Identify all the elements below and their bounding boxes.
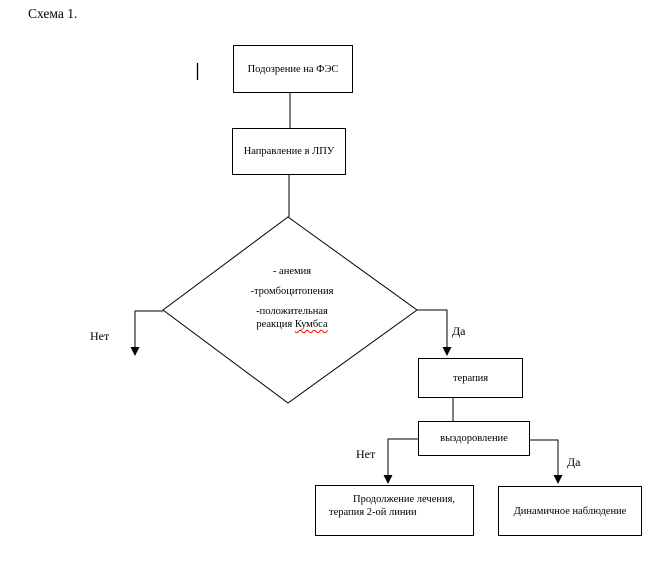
- node-therapy: терапия: [418, 358, 523, 398]
- edge-label-recovery-yes: Да: [567, 455, 581, 469]
- node-recovery: выздоровление: [418, 421, 530, 456]
- decision-line-positive: -положительная: [256, 306, 328, 317]
- edge-decision-yes: [417, 309, 448, 347]
- edge-label-decision-yes: Да: [452, 324, 466, 338]
- decision-line-thrombocytopenia: -тромбоцитопения: [250, 286, 334, 297]
- arrowhead-decision-no: [130, 347, 140, 356]
- continue-treatment-line1: Продолжение лечения,: [353, 494, 456, 505]
- coombs-misspelled-word: Кумбса: [294, 319, 328, 330]
- decision-line-coombs: реакция Кумбса: [221, 317, 363, 332]
- node-continue-treatment: Продолжение лечения, терапия 2-ой линии: [315, 485, 474, 536]
- node-suspicion-label: Подозрение на ФЭС: [247, 63, 339, 75]
- coombs-prefix: реакция: [256, 319, 293, 330]
- decision-line-anemia: - анемия: [272, 266, 312, 277]
- arrowhead-decision-yes: [442, 347, 452, 356]
- continue-treatment-line2: терапия 2-ой линии: [329, 507, 417, 518]
- node-observation-label: Динамичное наблюдение: [513, 505, 627, 517]
- edge-label-decision-no: Нет: [90, 329, 110, 343]
- arrowhead-recovery-no: [383, 475, 393, 484]
- node-referral-label: Направление в ЛПУ: [243, 146, 335, 157]
- edge-recovery-yes: [530, 439, 559, 476]
- edge-decision-no: [134, 310, 163, 348]
- node-decision-text: - анемия -тромбоцитопения -положительная…: [221, 262, 363, 332]
- node-referral: Направление в ЛПУ: [232, 128, 346, 175]
- node-recovery-label: выздоровление: [440, 433, 508, 444]
- node-therapy-label: терапия: [452, 372, 489, 384]
- page-title: Схема 1.: [28, 6, 78, 21]
- edge-recovery-no: [387, 438, 418, 476]
- edge-label-recovery-no: Нет: [356, 447, 376, 461]
- node-suspicion: Подозрение на ФЭС: [233, 45, 353, 93]
- arrowhead-recovery-yes: [553, 475, 563, 484]
- node-observation: Динамичное наблюдение: [498, 486, 642, 536]
- decision-diamond-shape: [162, 216, 418, 404]
